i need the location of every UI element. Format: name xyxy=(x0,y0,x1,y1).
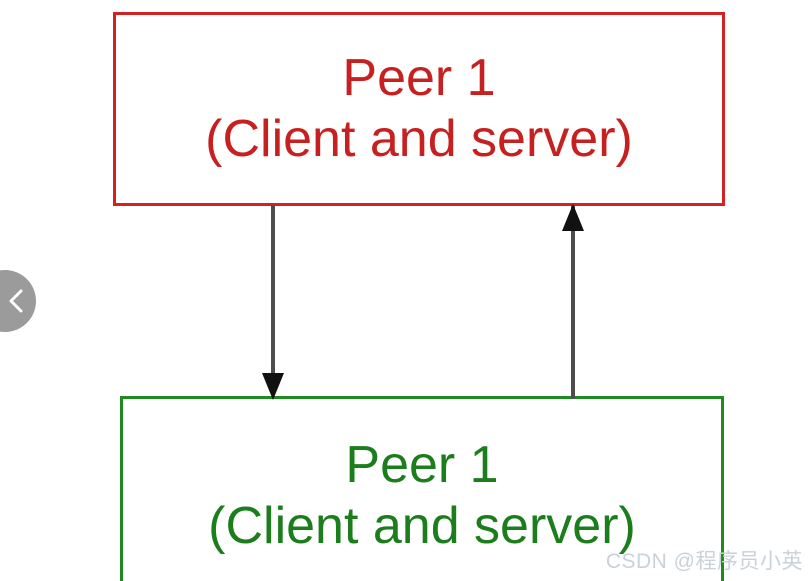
arrow-down-shaft xyxy=(271,205,275,375)
connector-arrow-down xyxy=(262,205,284,400)
node-peer-bottom-line-2: (Client and server) xyxy=(208,497,636,555)
node-peer-top-line-1: Peer 1 xyxy=(342,48,496,107)
chevron-left-icon xyxy=(0,288,24,314)
arrow-down-head-icon xyxy=(262,373,284,400)
connector-arrow-up xyxy=(562,204,584,399)
node-peer-bottom-line-1: Peer 1 xyxy=(345,435,499,494)
arrow-up-shaft xyxy=(571,205,575,399)
arrow-up-head-icon xyxy=(562,204,584,231)
previous-image-button[interactable] xyxy=(0,270,36,332)
node-peer-top-line-2: (Client and server) xyxy=(205,110,633,168)
diagram-node-peer-top: Peer 1 (Client and server) xyxy=(113,12,725,206)
diagram-node-peer-bottom: Peer 1 (Client and server) xyxy=(120,396,724,581)
